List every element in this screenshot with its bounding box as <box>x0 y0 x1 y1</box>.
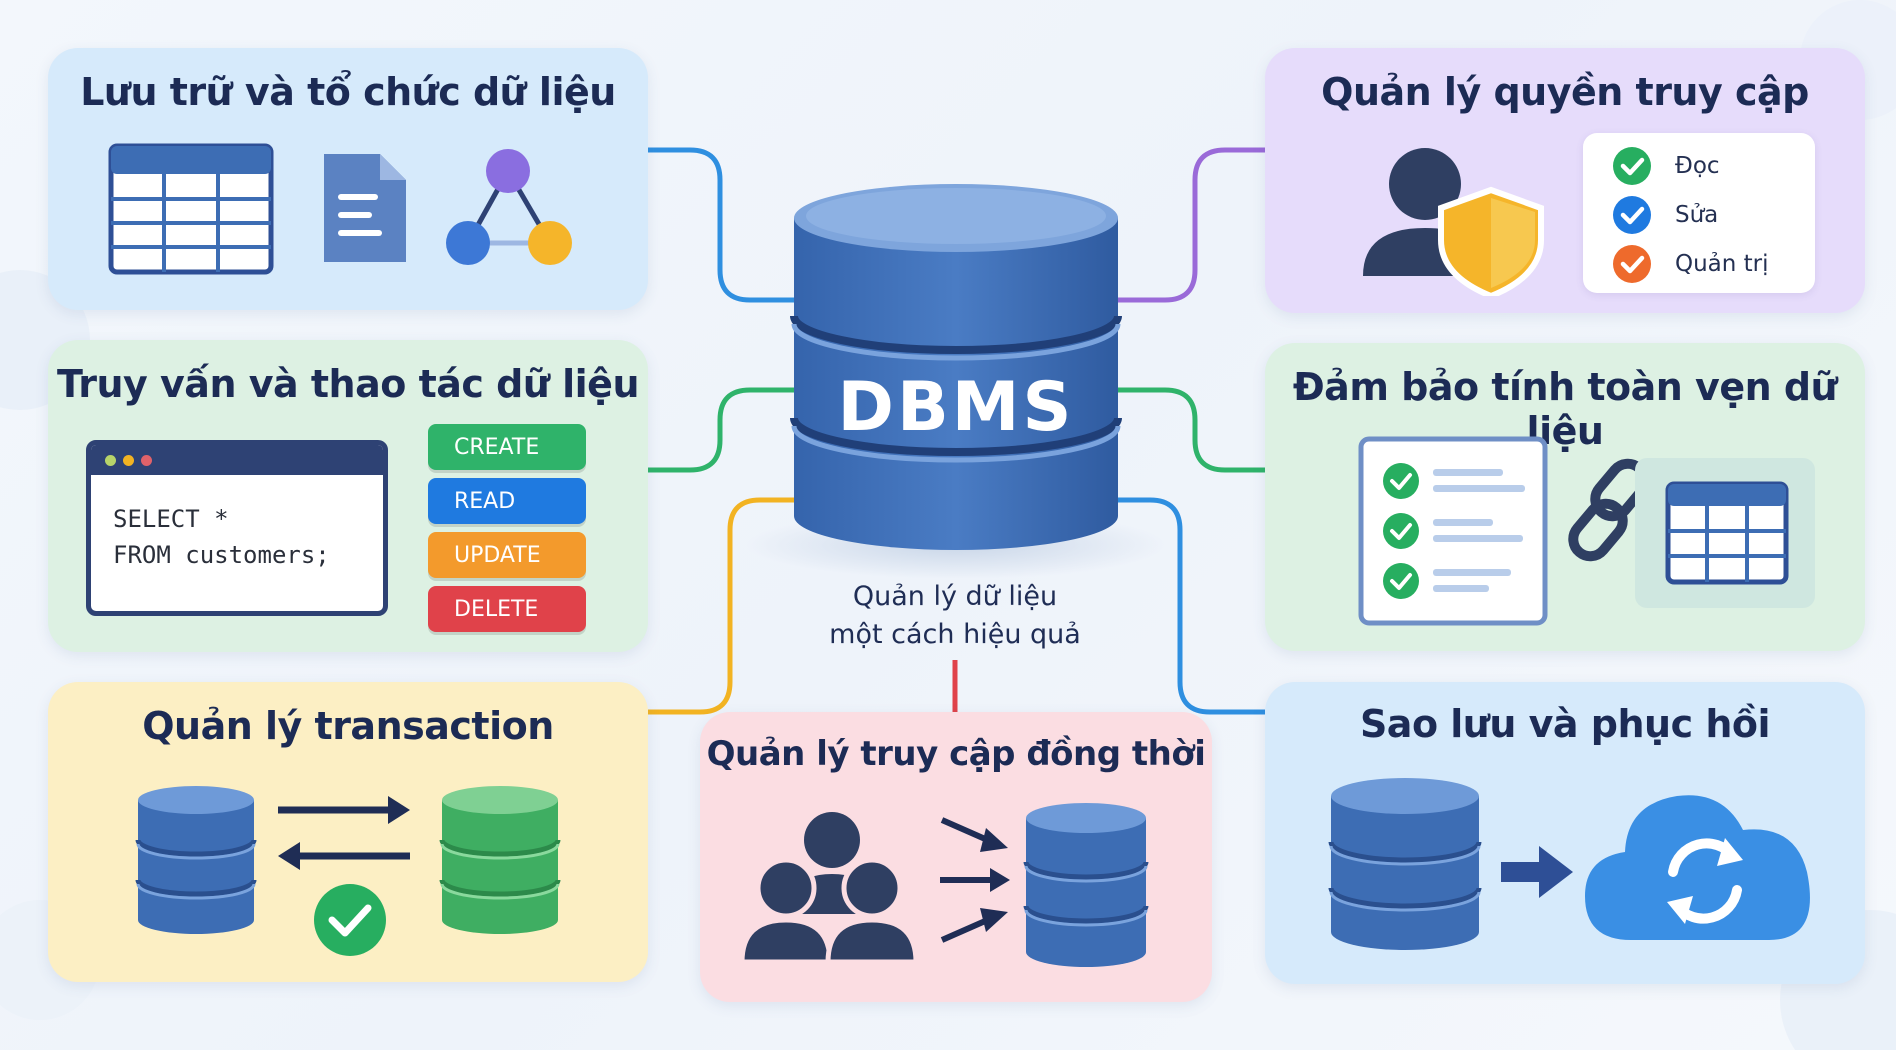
database-green-icon <box>439 786 561 934</box>
sql-window-titlebar <box>91 445 383 475</box>
check-circle-icon <box>1613 147 1651 185</box>
window-dot-icon <box>141 455 152 466</box>
check-circle-icon <box>1613 245 1651 283</box>
table-icon <box>1665 481 1789 585</box>
panel-concurrency-title: Quản lý truy cập đồng thời <box>706 734 1206 774</box>
panel-access-title: Quản lý quyền truy cập <box>1321 70 1809 114</box>
permission-read: Đọc <box>1613 146 1720 186</box>
panel-concurrency: Quản lý truy cập đồng thời <box>700 712 1212 1002</box>
right-arrow-icon <box>1501 846 1573 898</box>
hub-caption-line-2: một cách hiệu quả <box>829 619 1081 650</box>
sql-line-2: FROM customers; <box>113 541 330 569</box>
panel-storage: Lưu trữ và tổ chức dữ liệu <box>48 48 648 310</box>
window-dot-icon <box>105 455 116 466</box>
checklist-icon <box>1358 436 1548 626</box>
users-group-icon <box>740 812 919 964</box>
incoming-arrows-icon <box>940 817 1010 943</box>
sql-code: SELECT * FROM customers; <box>113 501 330 573</box>
permission-edit-label: Sửa <box>1675 202 1719 228</box>
cloud-sync-icon <box>1585 795 1810 940</box>
database-blue-icon <box>135 786 257 934</box>
user-shield-icon <box>1363 148 1544 296</box>
permission-admin: Quản trị <box>1613 244 1769 284</box>
create-button[interactable]: CREATE <box>428 424 586 470</box>
delete-button[interactable]: DELETE <box>428 586 586 632</box>
panel-backup-title: Sao lưu và phục hồi <box>1359 702 1771 746</box>
panel-storage-title: Lưu trữ và tổ chức dữ liệu <box>80 70 616 114</box>
panel-access: Quản lý quyền truy cập Đọc Sửa Quản trị <box>1265 48 1865 313</box>
panel-query: Truy vấn và thao tác dữ liệu SELECT * FR… <box>48 340 648 652</box>
hub-caption-line-1: Quản lý dữ liệu <box>852 581 1058 612</box>
database-blue-icon <box>1328 778 1482 950</box>
check-circle-icon <box>1613 196 1651 234</box>
graph-icon <box>446 149 572 265</box>
check-circle-icon <box>314 884 386 956</box>
permission-read-label: Đọc <box>1675 153 1720 179</box>
database-blue-icon <box>1023 803 1149 967</box>
document-icon <box>324 154 406 262</box>
update-button[interactable]: UPDATE <box>428 532 586 578</box>
transfer-arrows-icon <box>278 796 410 870</box>
panel-transaction-title: Quản lý transaction <box>142 704 554 748</box>
read-button[interactable]: READ <box>428 478 586 524</box>
permission-edit: Sửa <box>1613 195 1718 235</box>
dbms-hub-database-icon <box>746 184 1166 579</box>
crud-buttons: CREATE READ UPDATE DELETE <box>428 424 588 644</box>
sql-line-1: SELECT * <box>113 505 229 533</box>
panel-integrity: Đảm bảo tính toàn vẹn dữ liệu <box>1265 343 1865 651</box>
panel-query-title: Truy vấn và thao tác dữ liệu <box>57 362 640 406</box>
sql-editor-window: SELECT * FROM customers; <box>86 440 388 616</box>
permission-admin-label: Quản trị <box>1675 251 1769 277</box>
panel-integrity-title: Đảm bảo tính toàn vẹn dữ liệu <box>1292 365 1838 453</box>
hub-caption: Quản lý dữ liệu một cách hiệu quả <box>790 578 1120 654</box>
dbms-hub-label: DBMS <box>837 368 1075 447</box>
panel-transaction: Quản lý transaction <box>48 682 648 982</box>
permissions-card: Đọc Sửa Quản trị <box>1583 133 1815 293</box>
table-icon <box>108 143 274 275</box>
panel-backup: Sao lưu và phục hồi <box>1265 682 1865 984</box>
window-dot-icon <box>123 455 134 466</box>
